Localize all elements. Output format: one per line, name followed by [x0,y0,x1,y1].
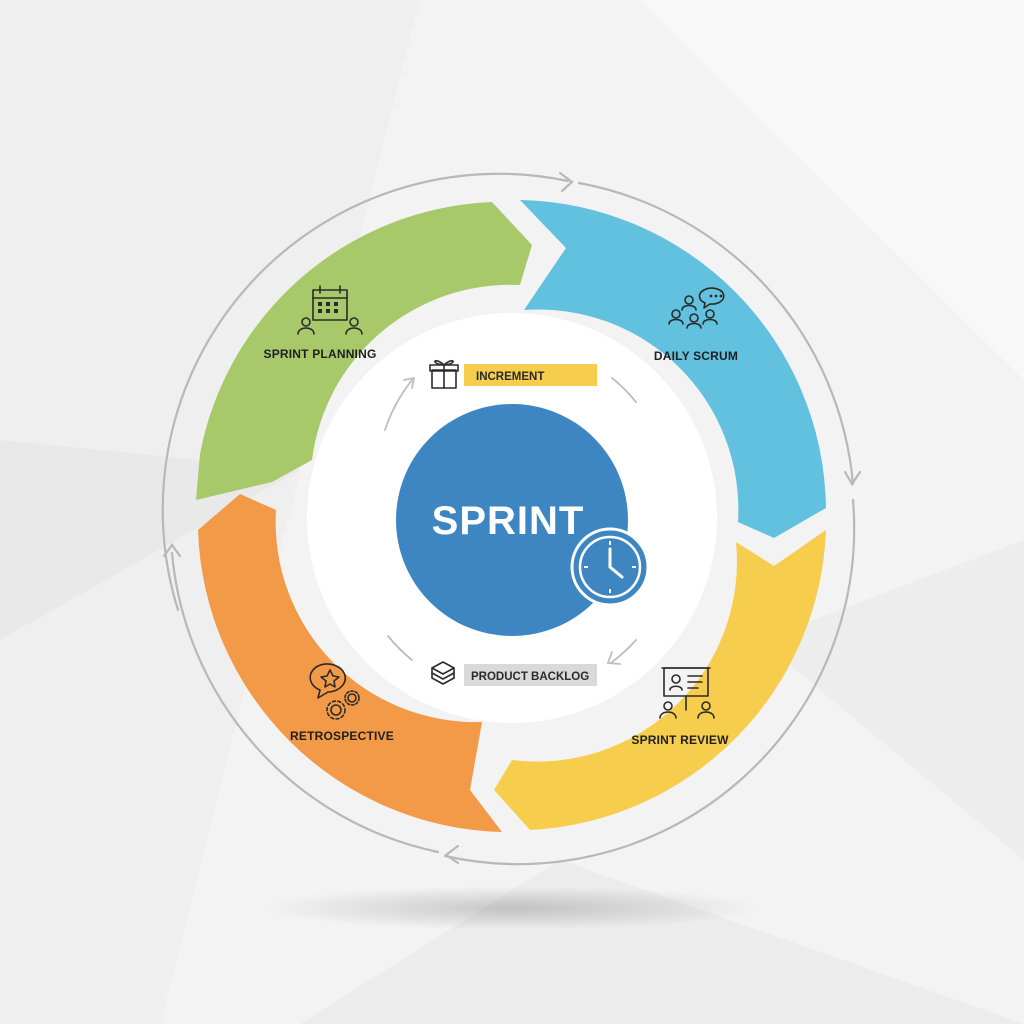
calendar-team-icon [297,285,363,335]
outer-cycle-arrows [161,171,862,866]
chat-gears-icon [309,663,360,720]
phase-daily-scrum: DAILY SCRUM [654,287,738,363]
presentation-icon [659,667,715,719]
increment-tag-label: INCREMENT [476,371,544,383]
clock-icon [570,527,650,607]
segment-sprint-review[interactable] [494,530,826,830]
phase-daily-scrum-label: DAILY SCRUM [654,349,738,363]
increment-tag-bar [464,364,597,386]
phase-sprint-review: SPRINT REVIEW [631,667,729,747]
stack-icon [431,661,455,685]
team-chat-icon [668,287,725,329]
increment-tag: INCREMENT [429,359,597,389]
inner-cycle-arrows [384,376,637,665]
phase-retrospective-label: RETROSPECTIVE [290,729,394,743]
product-backlog-tag-bar [464,664,597,686]
segment-retrospective[interactable] [198,494,502,832]
product-backlog-tag: PRODUCT BACKLOG [431,661,597,686]
phase-retrospective: RETROSPECTIVE [290,663,394,743]
center-label: SPRINT [432,499,585,543]
phase-sprint-review-label: SPRINT REVIEW [631,733,729,747]
product-backlog-tag-label: PRODUCT BACKLOG [471,671,589,683]
ring-segments [196,200,826,832]
phase-sprint-planning-label: SPRINT PLANNING [263,347,376,361]
segment-daily-scrum[interactable] [520,200,826,538]
phase-sprint-planning: SPRINT PLANNING [263,285,376,361]
center-circle [396,404,628,636]
segment-sprint-planning[interactable] [196,202,532,500]
gift-icon [429,359,459,389]
ground-shadow [262,886,762,930]
